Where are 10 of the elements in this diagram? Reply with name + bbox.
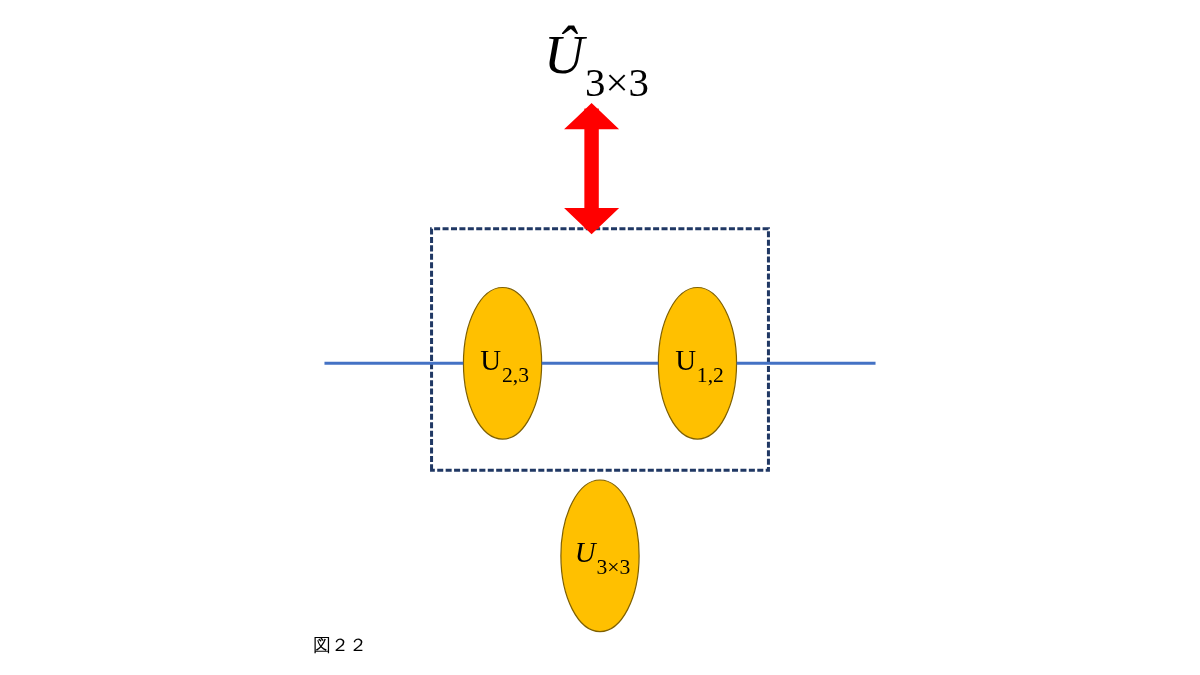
cluster: [430, 227, 770, 472]
node-ellipse: U$_{2,3}$: [462, 286, 543, 440]
node-text: Û$_{3×3}$: [544, 24, 649, 105]
connector: [324, 361, 464, 365]
connector: [541, 361, 659, 365]
arrow: [564, 103, 620, 235]
node-ellipse: U$_{1,2}$: [657, 286, 738, 440]
caption: 図２２: [313, 633, 368, 655]
node-ellipse: U$_{3×3}$: [560, 479, 640, 633]
connector: [736, 361, 876, 365]
